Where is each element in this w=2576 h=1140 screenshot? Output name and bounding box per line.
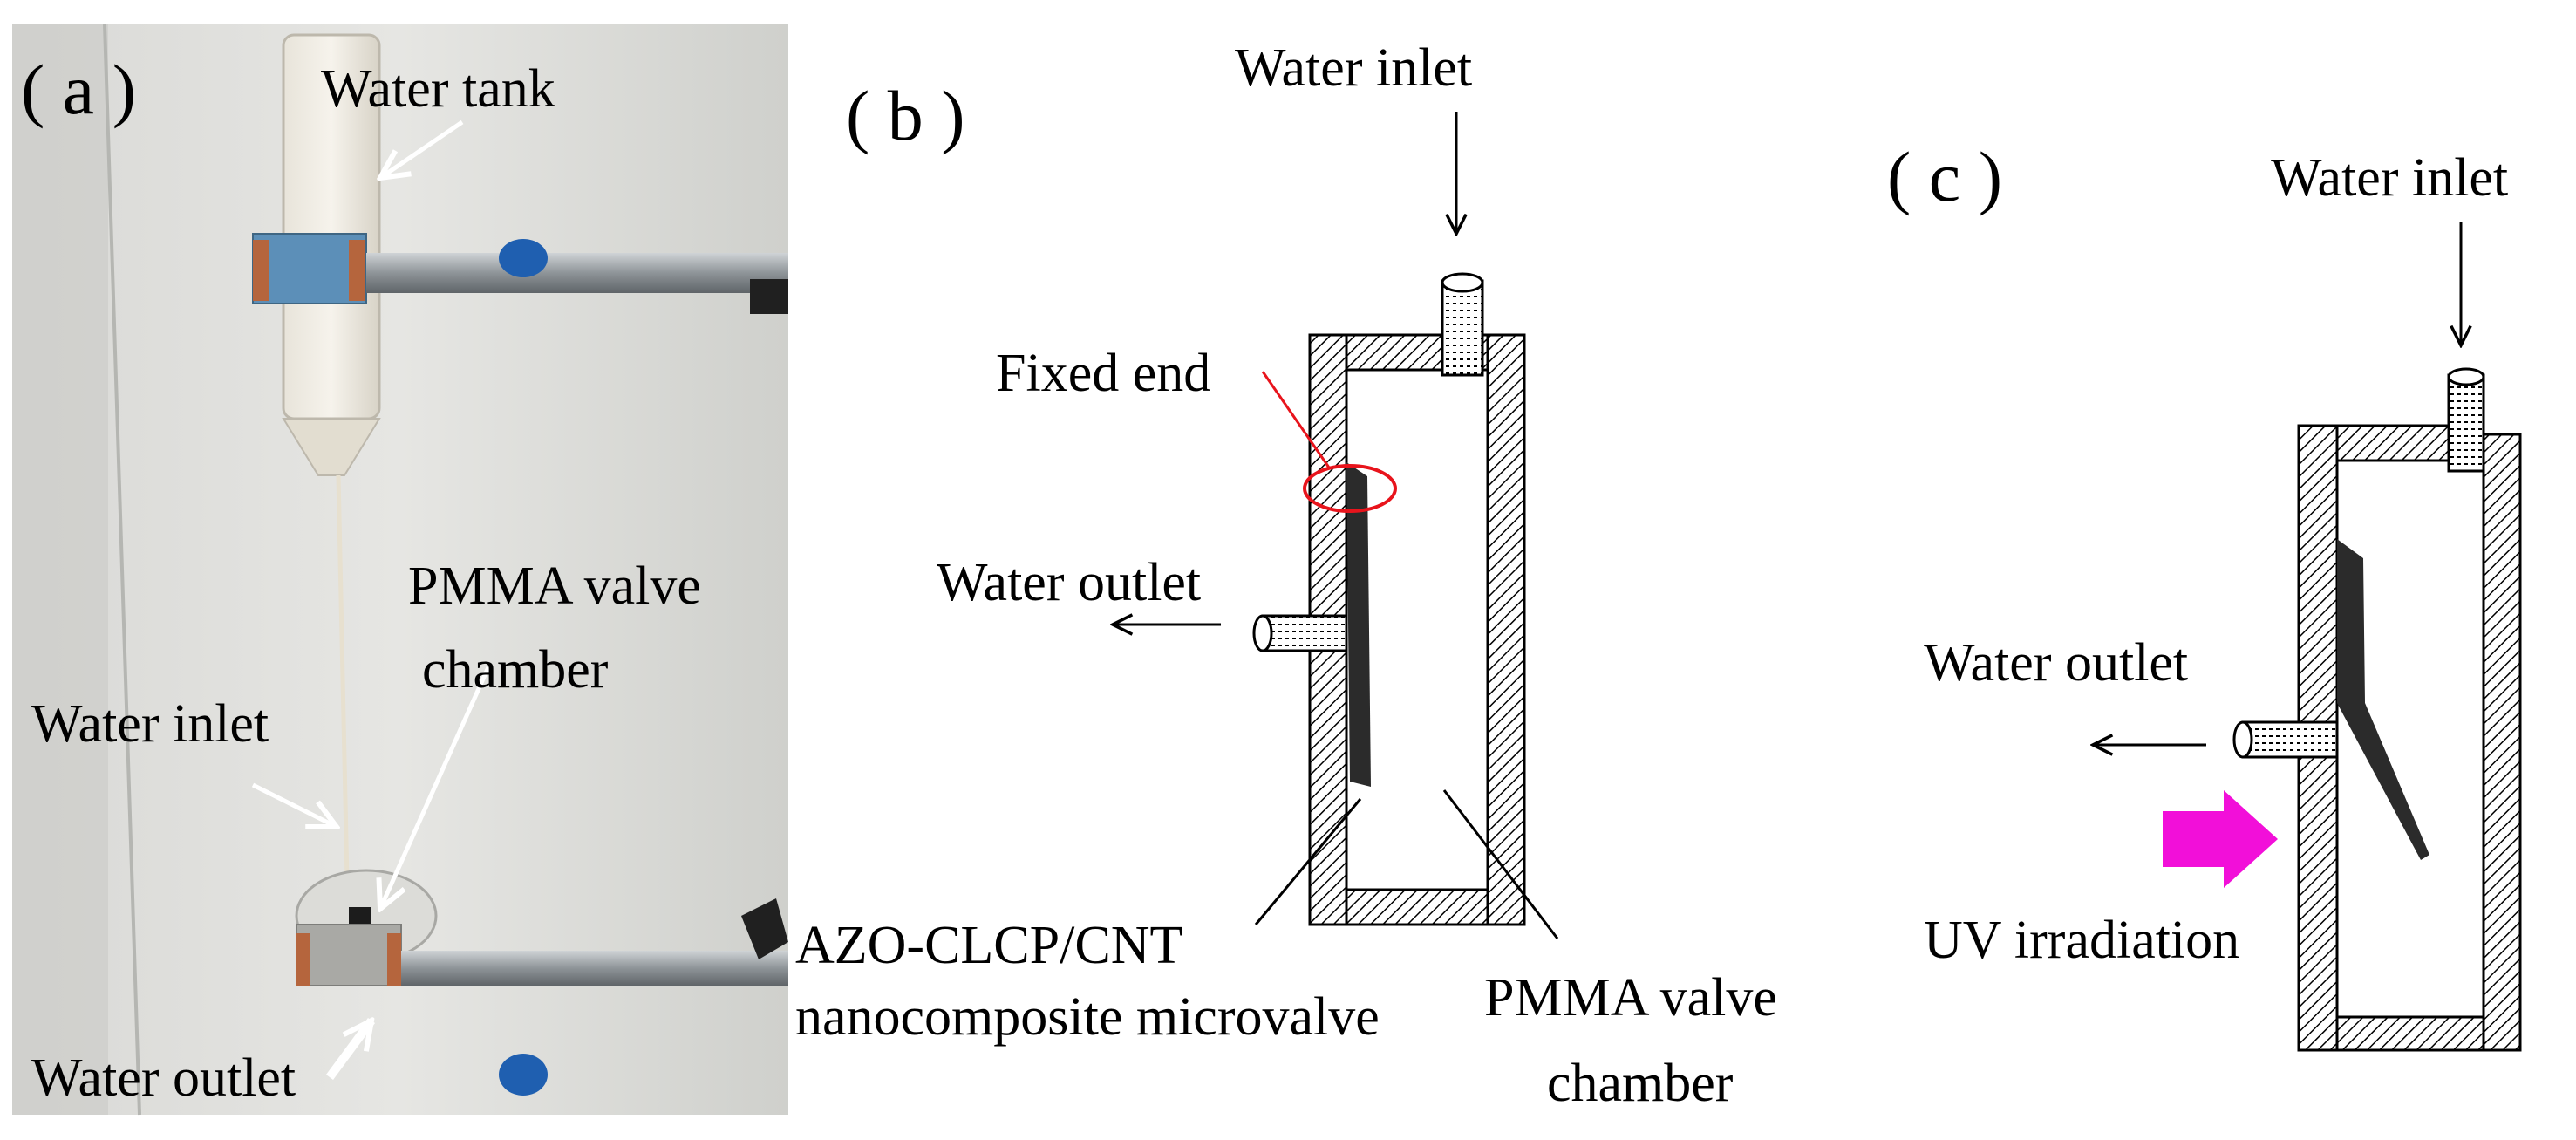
upper-clamp-pad-2	[349, 240, 365, 301]
lower-clamp-rod	[401, 951, 788, 986]
inlet-pipe-top-b	[1441, 272, 1484, 293]
chamber-right-wall-c	[2482, 433, 2522, 1052]
upper-clamp-pad	[253, 240, 269, 301]
tank-tip-photo	[282, 418, 381, 476]
label-water-outlet-b: Water outlet	[937, 553, 1201, 612]
chamber-bottom-wall-c	[2335, 1015, 2485, 1052]
leader-microvalve	[1254, 798, 1362, 925]
photo-wall-shadow	[12, 24, 108, 1115]
upper-clamp-rod	[366, 253, 788, 293]
chamber-right-wall-b	[1486, 333, 1526, 926]
lower-stand-knob	[741, 898, 788, 959]
lower-clamp-block	[296, 924, 402, 986]
label-water-outlet-c: Water outlet	[1924, 633, 2188, 693]
fixed-end-leader	[1261, 371, 1331, 468]
arrow-to-outlet	[325, 1021, 376, 1080]
tube-photo	[336, 474, 350, 882]
leader-pmma-chamber-b	[1442, 789, 1559, 939]
microvalve-strip-open	[2337, 539, 2429, 860]
panel-a-photo: ( a ) Water tank PMMA valve chamber Wate…	[12, 24, 788, 1116]
label-pmma-chamber-2: chamber	[422, 640, 609, 700]
chamber-bottom-wall-b	[1345, 888, 1489, 926]
arrow-to-chamber	[380, 666, 491, 909]
label-pmma-chamber-b-2: chamber	[1547, 1054, 1734, 1113]
label-water-inlet-b: Water inlet	[1235, 38, 1472, 98]
upper-stand-knob	[750, 279, 788, 314]
panel-c-label: ( c )	[1887, 137, 2002, 216]
label-microvalve-2: nanocomposite microvalve	[795, 987, 1380, 1047]
photo-wall-edge	[103, 24, 141, 1116]
outlet-pipe-c	[2241, 720, 2339, 759]
microvalve-strip-closed	[1346, 462, 1371, 787]
label-uv-irradiation: UV irradiation	[1924, 911, 2239, 970]
label-water-inlet-c: Water inlet	[2271, 148, 2508, 208]
outlet-pipe-end-c	[2232, 720, 2253, 759]
lower-clamp-knob	[499, 1054, 548, 1096]
arrow-to-inlet	[251, 782, 337, 827]
lower-clamp-pad	[296, 933, 310, 986]
label-microvalve-1: AZO-CLCP/CNT	[795, 916, 1182, 975]
uv-arrow-icon	[2163, 790, 2278, 888]
outlet-pipe-end-b	[1252, 614, 1273, 652]
arrow-to-tank	[380, 119, 464, 178]
outlet-pipe-b	[1261, 614, 1348, 652]
upper-clamp-knob	[499, 239, 548, 277]
panel-b-diagram: ( b ) Water inlet Fixed end Water outlet…	[795, 38, 1777, 1113]
inlet-pipe-b	[1441, 279, 1484, 377]
lower-clamp-pad-2	[387, 933, 401, 986]
label-fixed-end: Fixed end	[996, 344, 1210, 403]
inlet-pipe-c	[2447, 373, 2485, 473]
fixed-end-marker	[1303, 464, 1397, 513]
label-water-inlet-a: Water inlet	[31, 694, 269, 754]
inlet-pipe-top-c	[2447, 367, 2485, 386]
panel-c-diagram: ( c ) Water inlet Water outlet UV irradi…	[1887, 137, 2522, 1052]
label-pmma-chamber-b-1: PMMA valve	[1484, 968, 1777, 1027]
label-water-outlet-a: Water outlet	[31, 1048, 296, 1108]
label-pmma-chamber-1: PMMA valve	[408, 556, 701, 616]
panel-b-label: ( b )	[846, 76, 965, 155]
panel-a-label: ( a )	[21, 50, 136, 129]
label-water-tank: Water tank	[321, 59, 555, 119]
